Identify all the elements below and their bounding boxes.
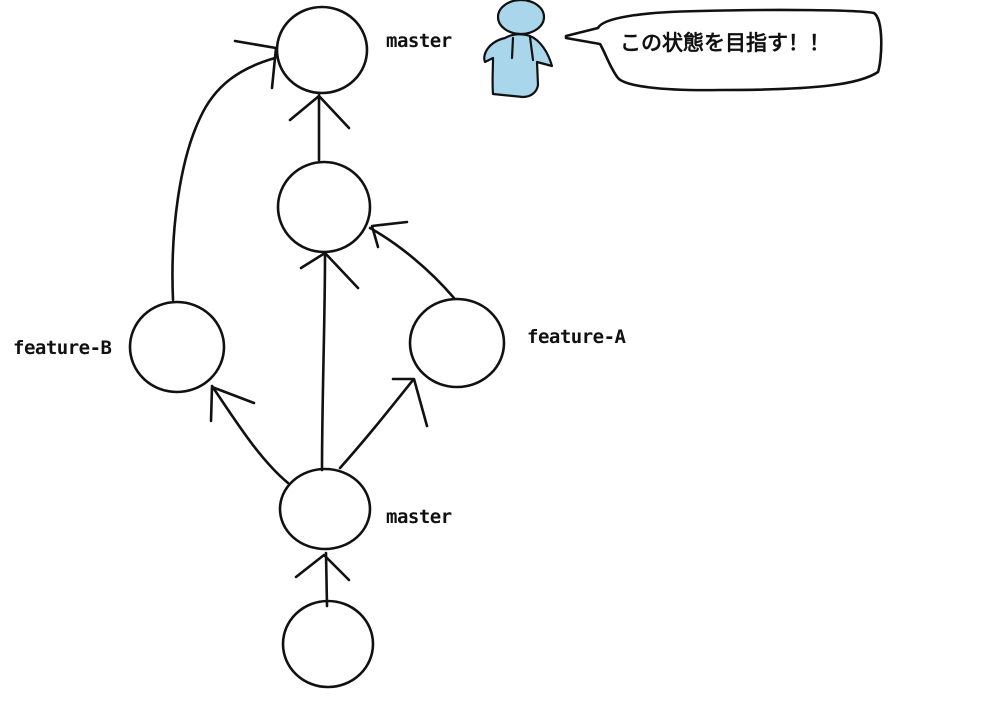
branch-label-master-top: master: [386, 30, 452, 52]
edge-feature-b-to-master-top: [171, 56, 277, 302]
edge-master-to-feature-a: [338, 378, 415, 470]
arrowhead-master-to-feature-a: [391, 377, 429, 428]
commit-master-top: [275, 5, 369, 95]
commit-root: [281, 599, 375, 689]
arrowhead-merge-a-to-master-top: [288, 94, 351, 130]
branch-label-master-bottom: master: [386, 506, 452, 528]
commit-feature-a: [408, 297, 506, 389]
edge-master-to-feature-b: [210, 384, 290, 485]
speech-bubble-icon: [564, 8, 883, 92]
commit-master-bottom: [278, 467, 372, 551]
arrowhead-root-to-master: [294, 553, 351, 582]
arrowhead-master-to-feature-b: [209, 385, 256, 423]
person-icon: [483, 0, 554, 99]
arrowhead-master-to-merge-a: [299, 251, 360, 290]
arrowhead-feature-b-to-master-top: [233, 39, 278, 90]
speech-text: この状態を目指す！！: [620, 31, 830, 55]
commit-feature-b: [128, 300, 226, 394]
branch-label-feature-b: feature-B: [13, 337, 112, 359]
commit-merge-a: [276, 160, 372, 254]
arrowhead-feature-a-to-merge-a: [370, 220, 409, 249]
edge-master-to-merge-a: [320, 253, 327, 472]
branch-label-feature-a: feature-A: [527, 326, 626, 348]
edge-root-to-master: [324, 551, 329, 608]
edge-feature-a-to-merge-a: [368, 226, 456, 300]
